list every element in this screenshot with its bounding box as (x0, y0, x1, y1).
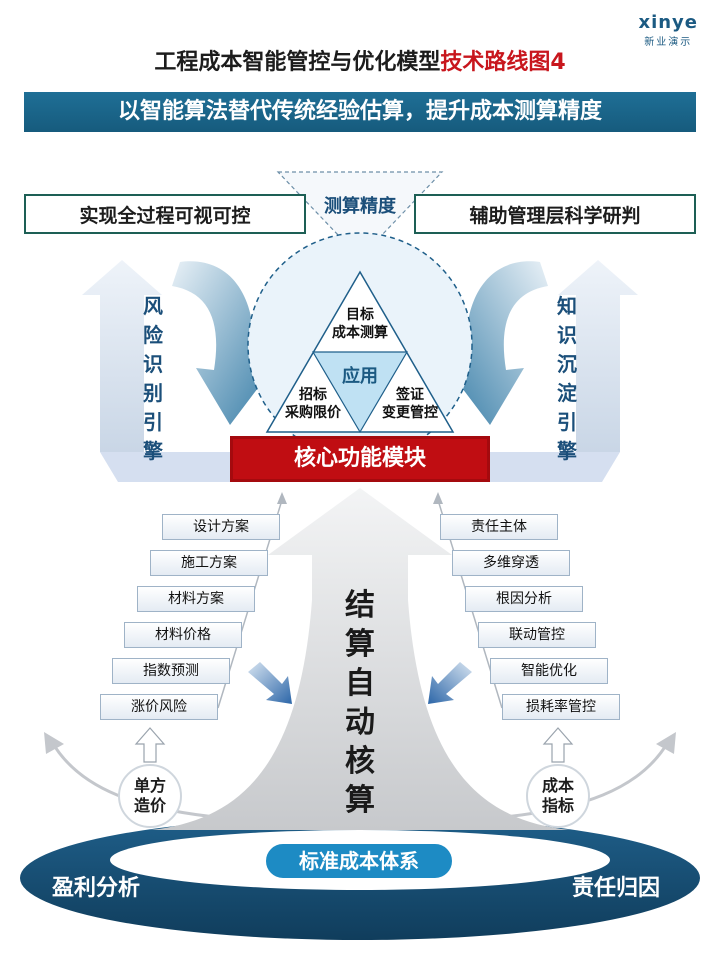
precision-funnel (276, 171, 444, 259)
profit-analysis-label: 盈利分析 (52, 876, 141, 901)
left-small-arrow (248, 662, 292, 704)
right-small-arrow (428, 662, 472, 704)
goal-box-decision: 辅助管理层科学研判 (414, 194, 696, 234)
right-curved-arrow (450, 261, 548, 425)
page-title: 工程成本智能管控与优化模型技术路线图4 (0, 44, 720, 76)
knowledge-engine-label: 知识沉 淀引擎 (557, 294, 577, 463)
left-up-arrow (82, 260, 162, 452)
right-step-6: 损耗率管控 (502, 694, 620, 720)
left-hollow-up-arrow (134, 727, 166, 763)
left-step-6: 涨价风险 (100, 694, 218, 720)
left-base-block (100, 452, 230, 482)
central-up-arrow (150, 488, 570, 830)
core-module-bar: 核心功能模块 (230, 436, 490, 482)
right-up-arrow (558, 260, 638, 452)
cost-index-circle: 成本指标 (526, 764, 590, 828)
triangle-top-text: 目标成本测算 (332, 307, 388, 341)
goal-box-visibility: 实现全过程可视可控 (24, 194, 306, 234)
left-grey-curve (50, 741, 226, 820)
left-step-5: 指数预测 (112, 658, 230, 684)
unit-cost-circle: 单方造价 (118, 764, 182, 828)
left-step-4: 材料价格 (124, 622, 242, 648)
risk-engine-label: 风险识 别引擎 (143, 294, 163, 463)
right-grey-curve (494, 741, 670, 820)
triangle-center-text: 应用 (342, 366, 378, 387)
title-main: 工程成本智能管控与优化模型 (154, 50, 441, 75)
standard-cost-system-pill: 标准成本体系 (264, 842, 454, 880)
settlement-auto-check-label: 结算自 动核算 (345, 588, 375, 818)
logo-mark: xinyе (638, 12, 698, 33)
right-step-1: 责任主体 (440, 514, 558, 540)
left-curved-arrow (172, 261, 270, 425)
right-hollow-up-arrow (542, 727, 574, 763)
left-step-2: 施工方案 (150, 550, 268, 576)
right-step-4: 联动管控 (478, 622, 596, 648)
left-grey-curve-head (44, 732, 64, 754)
logo-subtitle: 新业演示 (644, 37, 693, 48)
application-inner-triangle (311, 351, 409, 434)
left-step-1: 设计方案 (162, 514, 280, 540)
right-step-5: 智能优化 (490, 658, 608, 684)
right-base-block (490, 452, 620, 482)
title-highlight: 技术路线图4 (440, 50, 566, 75)
right-grey-curve-head (656, 732, 676, 754)
responsibility-attribution-label: 责任归因 (572, 876, 661, 901)
triangle-bottom-right-text: 签证变更管控 (382, 387, 438, 421)
left-step-3: 材料方案 (137, 586, 255, 612)
precision-label: 测算精度 (324, 196, 396, 217)
right-step-3: 根因分析 (465, 586, 583, 612)
right-step-2: 多维穿透 (452, 550, 570, 576)
brand-logo: xinyе 新业演示 (638, 12, 698, 48)
subtitle-banner: 以智能算法替代传统经验估算，提升成本测算精度 (24, 92, 696, 132)
triangle-bottom-left-text: 招标采购限价 (285, 387, 341, 421)
